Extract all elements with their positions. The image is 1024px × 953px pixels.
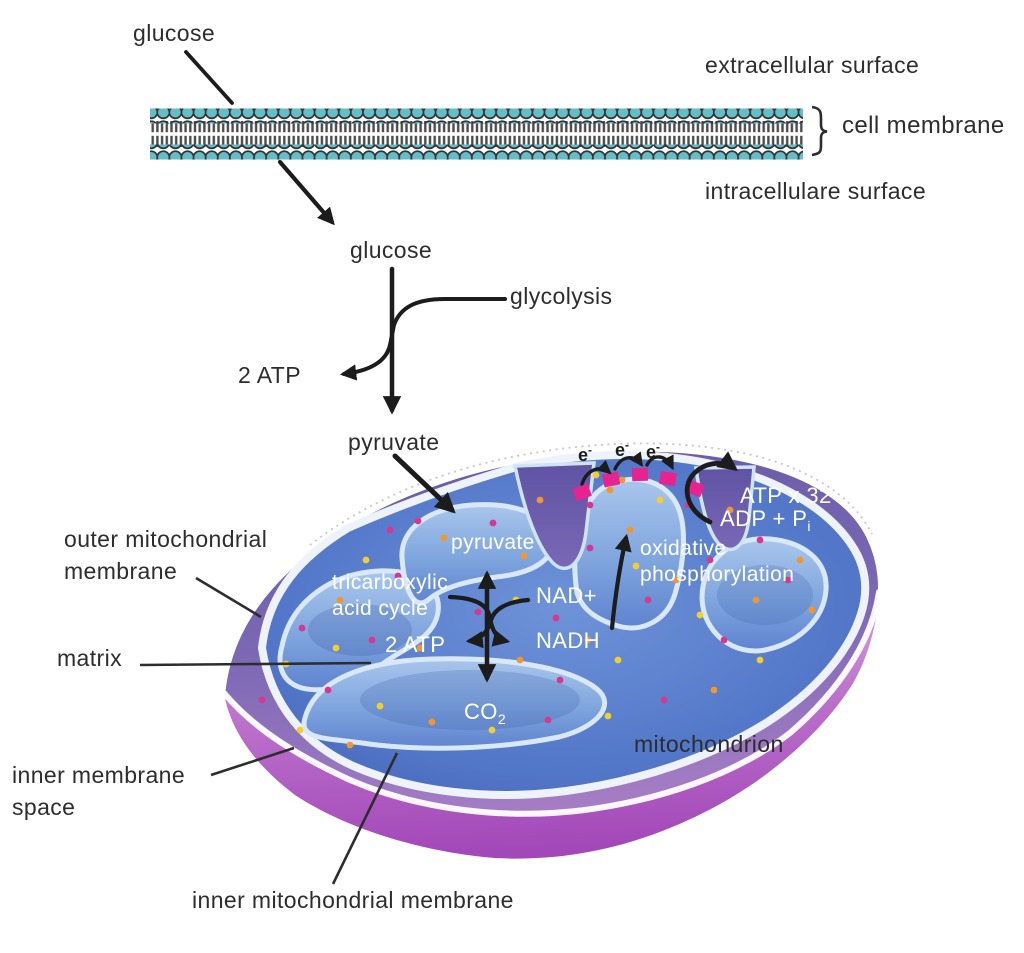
electron-label-2: e-: [615, 438, 630, 460]
leader-outer-membrane: [195, 576, 262, 619]
glucose-inside-label: glucose: [350, 237, 433, 263]
atp32-label: ATP x 32: [740, 483, 832, 508]
cell-membrane-graphic: [150, 108, 803, 160]
oxidative-phosphorylation-label: oxidative phosphorylation: [640, 537, 795, 587]
leader-matrix: [139, 661, 372, 667]
co2-label: CO2: [464, 699, 506, 727]
arrow-membrane-to-glucose: [277, 159, 335, 226]
pyruvate-label: pyruvate: [348, 429, 440, 455]
matrix-label: matrix: [57, 645, 123, 671]
electron-hop-1: [580, 459, 612, 486]
intracellular-surface-label: intracellulare surface: [705, 178, 927, 204]
lipid-heads-bottom: [150, 144, 803, 160]
arrow-nadh-to-etc: [609, 533, 632, 631]
leader-lines: [139, 576, 399, 885]
nadh-label: NADH: [536, 628, 600, 653]
glycolysis-label: glycolysis: [510, 283, 613, 309]
electron-hop-3: [645, 454, 674, 471]
extracellular-surface-label: extracellular surface: [705, 52, 920, 78]
cristae-folds: [277, 476, 829, 751]
arrow-to-atp: [465, 597, 531, 649]
membrane-brace: [811, 105, 828, 157]
dotted-top-edge: [309, 442, 873, 546]
mitochondrion-graphic: [221, 442, 882, 859]
outer-membrane-label: outer mitochondrial membrane: [64, 526, 268, 584]
arrow-pyruvate-into-mitochondrion: [392, 453, 456, 514]
electron-label-3: e-: [646, 440, 661, 462]
adp-pi-label: ADP + Pi: [720, 506, 811, 534]
leader-inner-space: [210, 746, 295, 777]
glucose-outside-label: glucose: [133, 20, 216, 46]
arrow-glycolysis-to-atp: [339, 297, 507, 381]
mitochondrion-label: mitochondrion: [634, 731, 784, 757]
electron-hop-2: [613, 451, 644, 471]
inner-membrane-space-label: inner membrane space: [12, 762, 186, 820]
arrow-adp-to-atp32: [684, 451, 738, 525]
pyruvate-internal-label: pyruvate: [451, 531, 535, 554]
inner-mitochondrial-membrane-label: inner mitochondrial membrane: [192, 887, 514, 913]
rim-highlight: [221, 589, 882, 817]
leader-glucose-to-membrane: [184, 50, 234, 105]
leader-inner-membrane: [331, 752, 399, 885]
flow-arrows: [184, 50, 738, 683]
atp-out-label: 2 ATP: [238, 362, 301, 388]
tca-cycle-label: tricarboxylic acid cycle: [332, 571, 449, 621]
electron-label-1: e-: [578, 443, 593, 465]
lipid-heads-top: [150, 108, 803, 124]
atp-internal-label: 2 ATP: [385, 632, 446, 657]
nad-label: NAD+: [536, 583, 597, 608]
cutaway-rim: [224, 592, 879, 859]
cell-membrane-label: cell membrane: [842, 112, 1005, 139]
